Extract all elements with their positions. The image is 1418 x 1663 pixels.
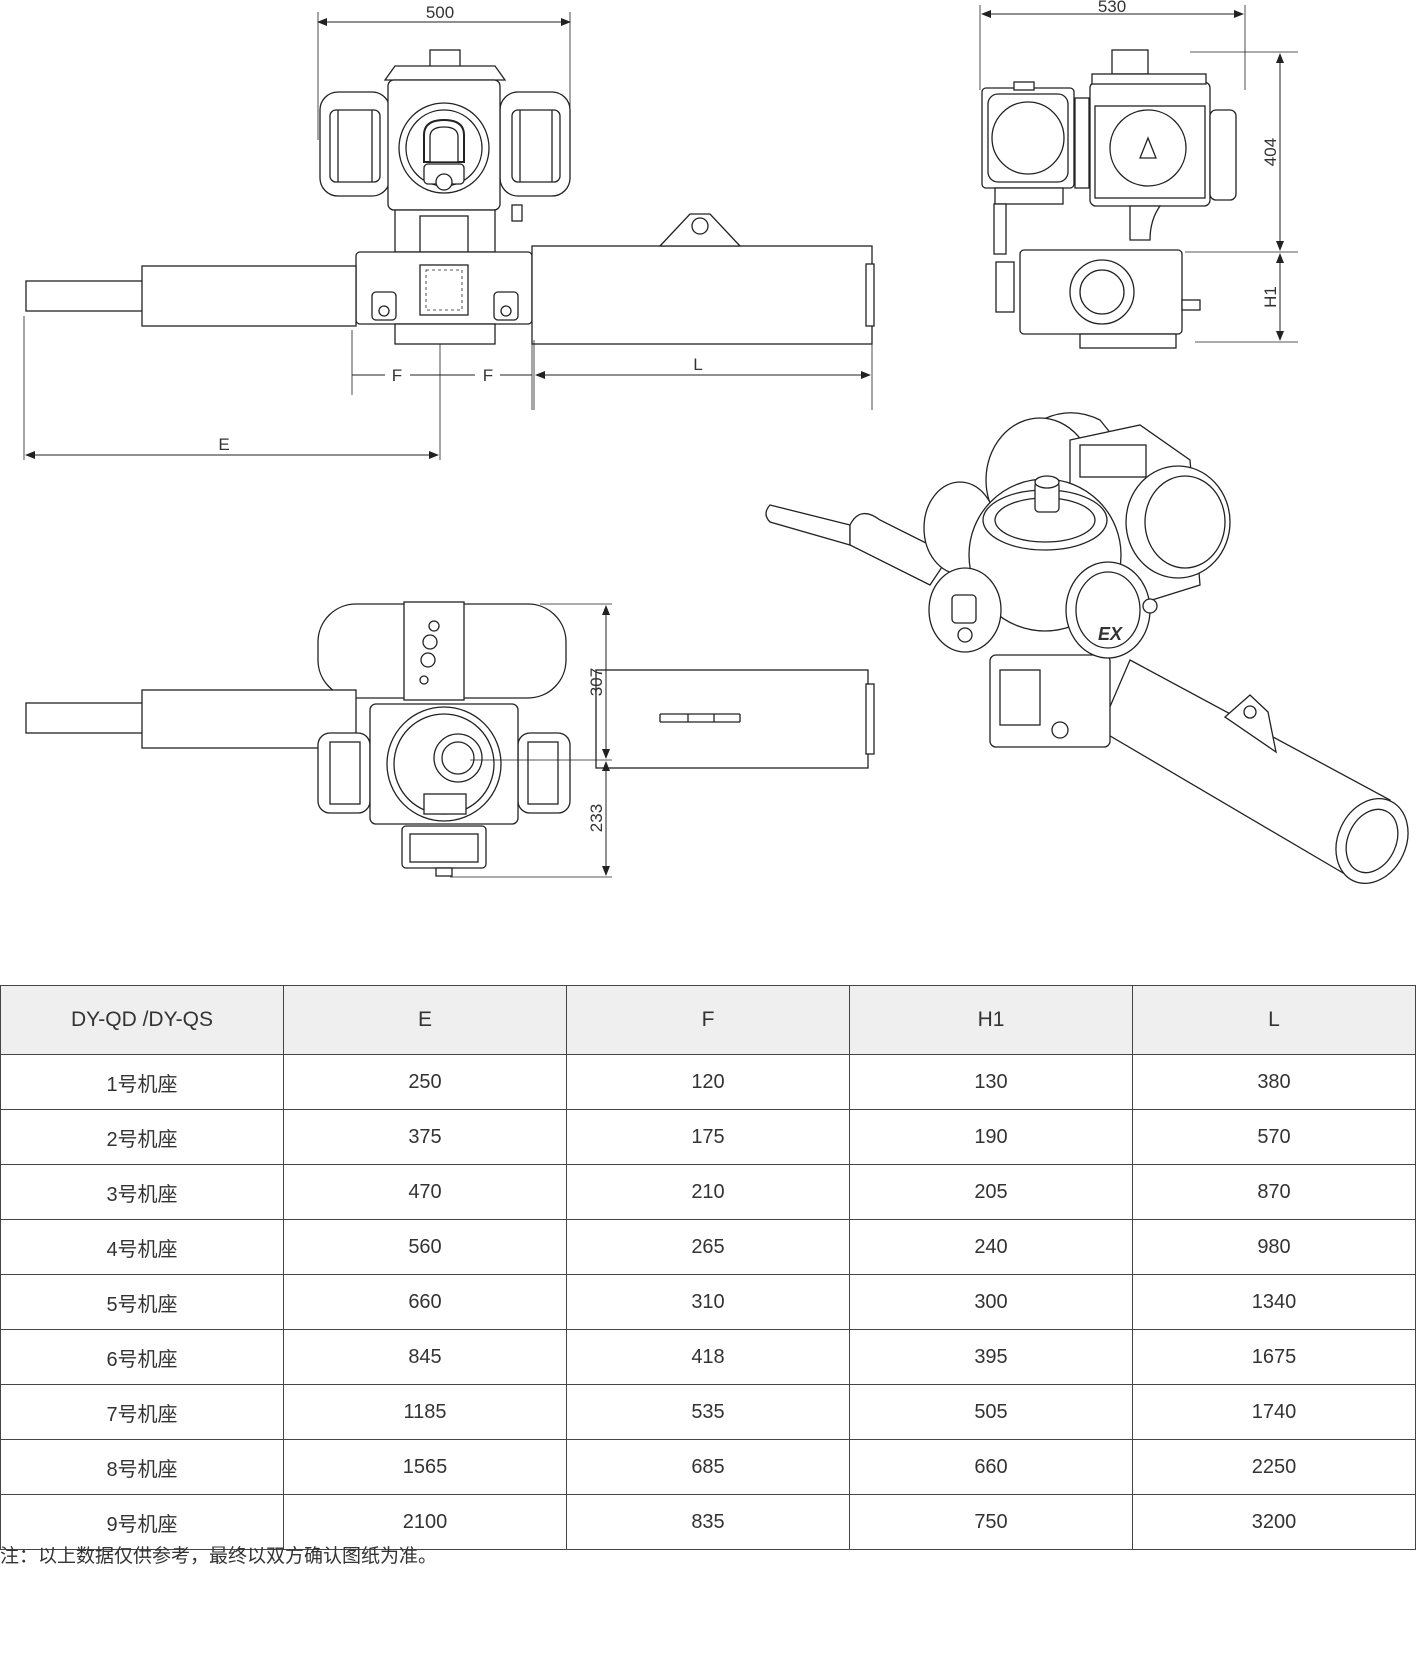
cell-f: 535 bbox=[566, 1384, 850, 1440]
isometric-view: EX bbox=[765, 412, 1409, 885]
cell-h1: 190 bbox=[849, 1109, 1133, 1165]
cell-h1: 395 bbox=[849, 1329, 1133, 1385]
cell-model: 5号机座 bbox=[0, 1274, 284, 1330]
cell-e: 470 bbox=[283, 1164, 567, 1220]
cell-l: 380 bbox=[1132, 1054, 1416, 1110]
spec-table: DY-QD /DY-QS E F H1 L 1号机座 250 120 130 3… bbox=[0, 985, 1416, 1550]
cell-f: 418 bbox=[566, 1329, 850, 1385]
side-view: 530 404 H1 bbox=[979, 0, 1298, 349]
header-h1: H1 bbox=[849, 985, 1133, 1055]
cell-e: 1185 bbox=[283, 1384, 567, 1440]
dim-front-l: L bbox=[693, 355, 702, 374]
header-l: L bbox=[1132, 985, 1416, 1055]
top-view: 307 233 bbox=[25, 601, 875, 878]
dim-front-f-right: F bbox=[483, 366, 493, 385]
cell-h1: 130 bbox=[849, 1054, 1133, 1110]
cell-f: 210 bbox=[566, 1164, 850, 1220]
cell-l: 980 bbox=[1132, 1219, 1416, 1275]
header-f: F bbox=[566, 985, 850, 1055]
cell-l: 1675 bbox=[1132, 1329, 1416, 1385]
table-row: 8号机座 1565 685 660 2250 bbox=[0, 1439, 1416, 1495]
cell-f: 175 bbox=[566, 1109, 850, 1165]
cell-l: 570 bbox=[1132, 1109, 1416, 1165]
cell-f: 265 bbox=[566, 1219, 850, 1275]
table-row: 5号机座 660 310 300 1340 bbox=[0, 1274, 1416, 1330]
header-e: E bbox=[283, 985, 567, 1055]
cell-e: 660 bbox=[283, 1274, 567, 1330]
table-row: 1号机座 250 120 130 380 bbox=[0, 1054, 1416, 1110]
table-row: 2号机座 375 175 190 570 bbox=[0, 1109, 1416, 1165]
cell-model: 2号机座 bbox=[0, 1109, 284, 1165]
header-model: DY-QD /DY-QS bbox=[0, 985, 284, 1055]
front-view: 500 bbox=[23, 3, 875, 460]
cell-f: 120 bbox=[566, 1054, 850, 1110]
iso-ex-label: EX bbox=[1098, 624, 1123, 644]
cell-e: 375 bbox=[283, 1109, 567, 1165]
dim-top-upper: 307 bbox=[587, 668, 606, 696]
table-row: 3号机座 470 210 205 870 bbox=[0, 1164, 1416, 1220]
cell-h1: 750 bbox=[849, 1494, 1133, 1550]
cell-f: 685 bbox=[566, 1439, 850, 1495]
cell-model: 4号机座 bbox=[0, 1219, 284, 1275]
cell-l: 870 bbox=[1132, 1164, 1416, 1220]
table-row: 6号机座 845 418 395 1675 bbox=[0, 1329, 1416, 1385]
cell-model: 1号机座 bbox=[0, 1054, 284, 1110]
cell-f: 835 bbox=[566, 1494, 850, 1550]
cell-model: 9号机座 bbox=[0, 1494, 284, 1550]
cell-f: 310 bbox=[566, 1274, 850, 1330]
cell-l: 2250 bbox=[1132, 1439, 1416, 1495]
dim-side-h1: H1 bbox=[1261, 286, 1280, 308]
dim-front-e: E bbox=[218, 435, 229, 454]
dim-side-height: 404 bbox=[1261, 138, 1280, 166]
cell-l: 1340 bbox=[1132, 1274, 1416, 1330]
cell-e: 845 bbox=[283, 1329, 567, 1385]
cell-model: 7号机座 bbox=[0, 1384, 284, 1440]
dim-front-f-left: F bbox=[392, 366, 402, 385]
dim-top-lower: 233 bbox=[587, 804, 606, 832]
table-row: 4号机座 560 265 240 980 bbox=[0, 1219, 1416, 1275]
cell-l: 1740 bbox=[1132, 1384, 1416, 1440]
cell-l: 3200 bbox=[1132, 1494, 1416, 1550]
cell-e: 1565 bbox=[283, 1439, 567, 1495]
technical-drawings: 500 bbox=[23, 0, 1409, 885]
cell-model: 3号机座 bbox=[0, 1164, 284, 1220]
cell-e: 250 bbox=[283, 1054, 567, 1110]
dim-front-width: 500 bbox=[426, 3, 454, 22]
cell-h1: 660 bbox=[849, 1439, 1133, 1495]
table-header-row: DY-QD /DY-QS E F H1 L bbox=[0, 985, 1416, 1055]
table-row: 9号机座 2100 835 750 3200 bbox=[0, 1494, 1416, 1550]
table-row: 7号机座 1185 535 505 1740 bbox=[0, 1384, 1416, 1440]
cell-h1: 505 bbox=[849, 1384, 1133, 1440]
footnote: 注：以上数据仅供参考，最终以双方确认图纸为准。 bbox=[0, 1545, 438, 1567]
cell-h1: 240 bbox=[849, 1219, 1133, 1275]
dim-side-width: 530 bbox=[1098, 0, 1126, 16]
cell-h1: 205 bbox=[849, 1164, 1133, 1220]
cell-model: 6号机座 bbox=[0, 1329, 284, 1385]
cell-e: 2100 bbox=[283, 1494, 567, 1550]
cell-e: 560 bbox=[283, 1219, 567, 1275]
cell-model: 8号机座 bbox=[0, 1439, 284, 1495]
cell-h1: 300 bbox=[849, 1274, 1133, 1330]
